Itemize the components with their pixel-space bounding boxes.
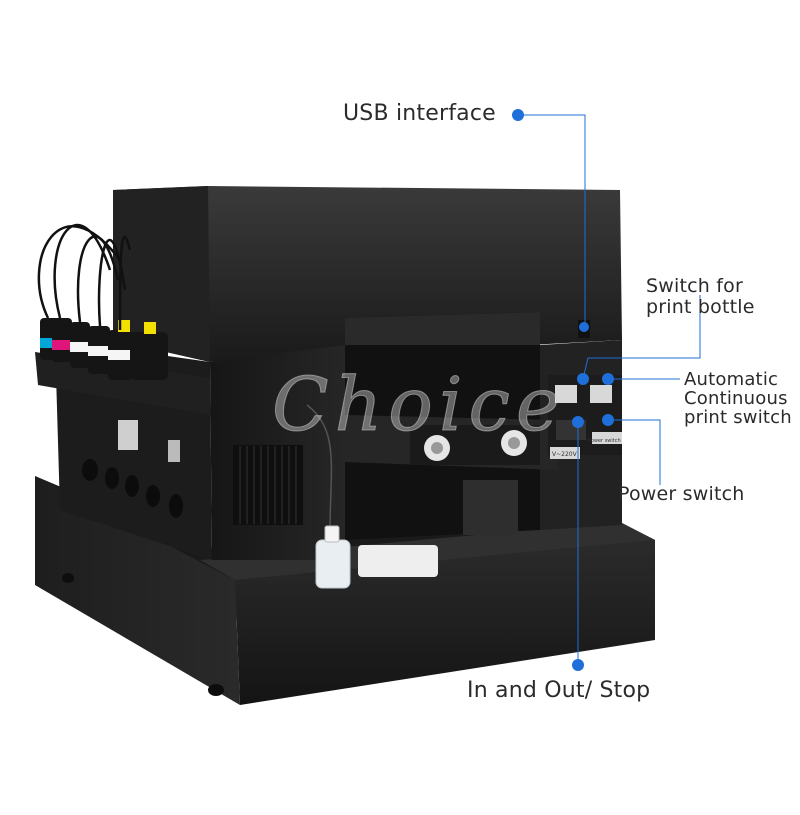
callout-power-switch: Power switch: [618, 483, 745, 505]
usb-port: [578, 320, 590, 338]
cleaning-sponge: [358, 545, 438, 577]
waste-bottle: [315, 525, 351, 589]
callout-auto-continuous-switch: Automatic Continuous print switch: [684, 369, 792, 428]
callout-in-out-stop: In and Out/ Stop: [467, 678, 651, 703]
panel-power-label: Power switch: [588, 438, 621, 444]
callout-usb-interface: USB interface: [343, 101, 496, 126]
side-holes: [82, 459, 183, 518]
callout-print-bottle-switch: Switch for print bottle: [646, 275, 755, 318]
print-carriage: [410, 425, 540, 465]
voltage-label: V~220V: [552, 451, 578, 458]
ink-tubes: [37, 223, 132, 331]
ink-bottles: [40, 318, 168, 380]
printer-housing: [55, 186, 622, 560]
watermark-text: Choice: [272, 362, 566, 449]
waste-tube: [306, 404, 333, 531]
callout-lines: [518, 114, 701, 660]
callout-dots: [512, 109, 584, 671]
